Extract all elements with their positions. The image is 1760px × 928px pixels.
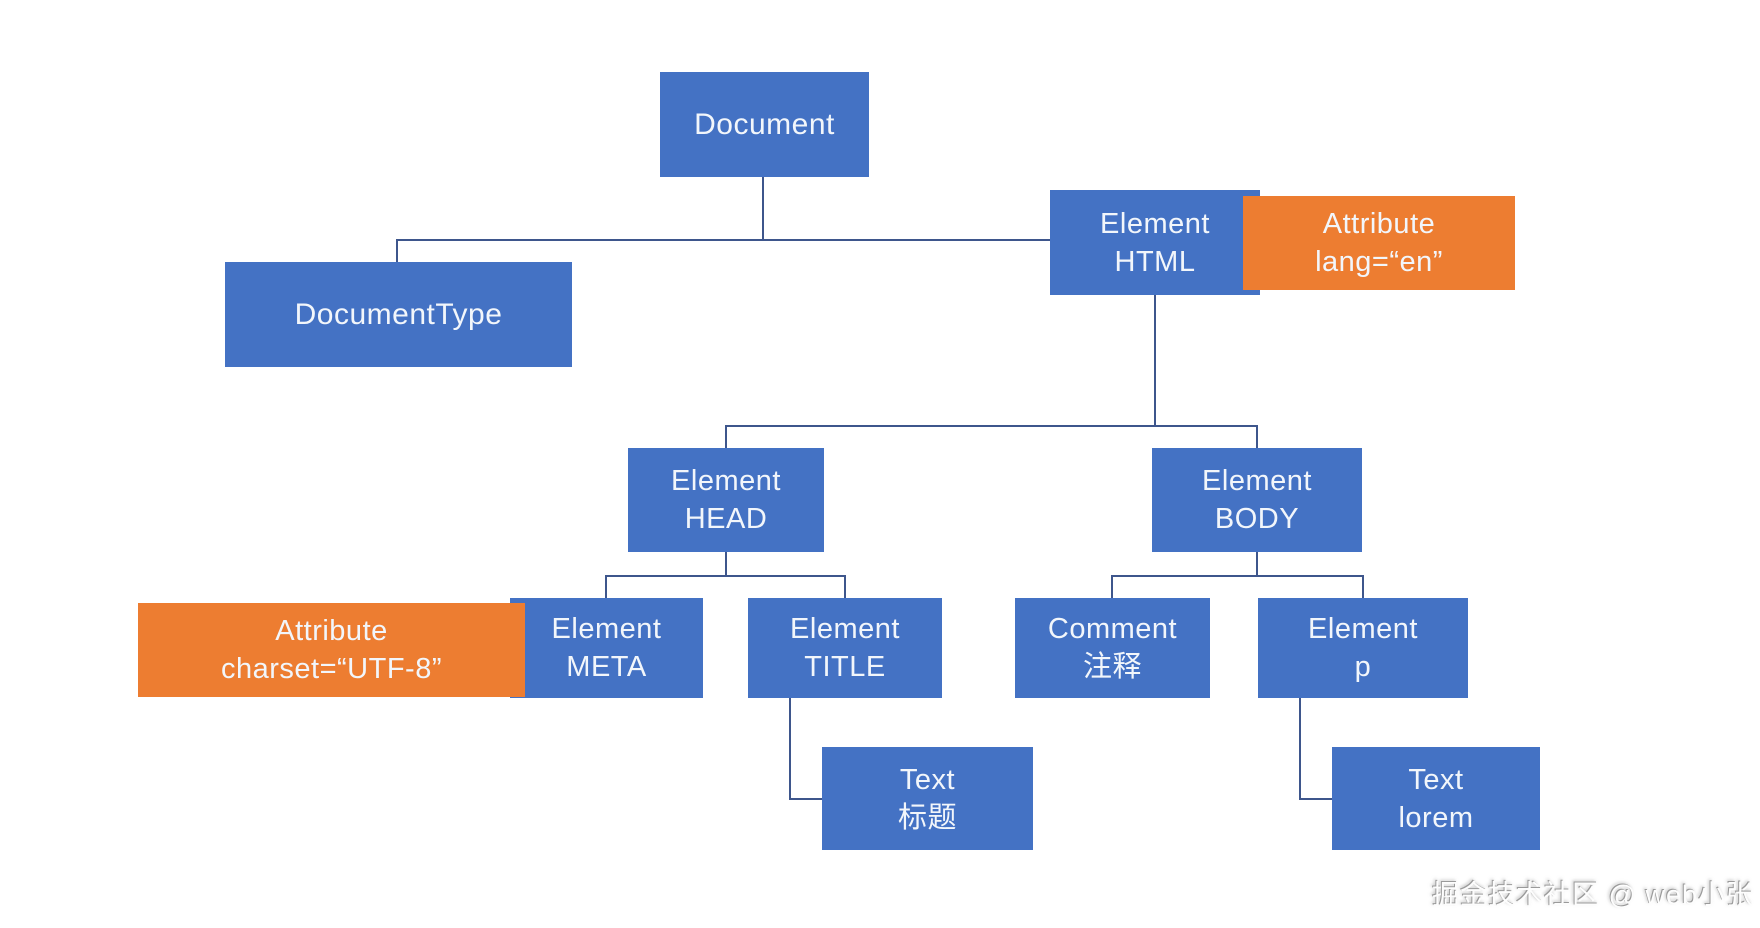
node-label-line: Comment bbox=[1047, 613, 1178, 645]
node-label-line: Attribute bbox=[1322, 208, 1436, 240]
node-label-line: lang=“en” bbox=[1315, 246, 1443, 278]
connector-title-drop bbox=[844, 575, 846, 598]
connector-head-down bbox=[725, 552, 727, 577]
connector-comment-drop bbox=[1111, 575, 1113, 598]
node-label-line: META bbox=[566, 651, 647, 683]
connector-body-down bbox=[1256, 552, 1258, 577]
node-label-line: 标题 bbox=[897, 801, 957, 834]
connector-p-text-vertical bbox=[1299, 698, 1301, 800]
node-label-line: Attribute bbox=[275, 615, 388, 647]
node-text-title: Text 标题 bbox=[822, 747, 1033, 850]
node-label: DocumentType bbox=[294, 297, 503, 331]
connector-p-text-horizontal bbox=[1299, 798, 1332, 800]
node-text-lorem: Text lorem bbox=[1332, 747, 1540, 850]
node-document-type: DocumentType bbox=[225, 262, 572, 367]
node-label-line: BODY bbox=[1214, 503, 1300, 535]
node-label-line: Element bbox=[1100, 207, 1210, 240]
connector-head-children-horizontal bbox=[605, 575, 846, 577]
connector-head-drop bbox=[725, 425, 727, 448]
connector-html-down bbox=[1154, 295, 1156, 427]
connector-p-drop bbox=[1362, 575, 1364, 598]
node-label-line: 注释 bbox=[1082, 651, 1142, 683]
watermark: 掘金技术社区 @ web小张 bbox=[1432, 880, 1754, 910]
node-label-line: HTML bbox=[1114, 245, 1196, 278]
connector-level2-horizontal bbox=[725, 425, 1258, 427]
node-label-line: Text bbox=[1408, 763, 1464, 796]
node-attribute-lang: Attribute lang=“en” bbox=[1243, 196, 1515, 290]
node-element-head: Element HEAD bbox=[628, 448, 824, 552]
node-label-line: Element bbox=[1308, 613, 1418, 645]
node-label-line: charset=“UTF-8” bbox=[220, 653, 442, 685]
node-element-body: Element BODY bbox=[1152, 448, 1362, 552]
node-label-line: Element bbox=[790, 613, 900, 645]
node-label-line: Text bbox=[899, 763, 956, 796]
node-label-line: TITLE bbox=[804, 651, 886, 683]
node-label-line: p bbox=[1354, 651, 1372, 683]
node-label-line: Element bbox=[671, 465, 781, 497]
node-label-line: Element bbox=[551, 613, 662, 645]
connector-body-children-horizontal bbox=[1111, 575, 1364, 577]
node-document: Document bbox=[660, 72, 869, 177]
node-element-p: Element p bbox=[1258, 598, 1468, 698]
node-element-meta: Element META bbox=[510, 598, 703, 698]
connector-title-text-vertical bbox=[789, 698, 791, 800]
connector-doctype-drop bbox=[396, 239, 398, 262]
connector-meta-drop bbox=[605, 575, 607, 598]
node-attribute-charset: Attribute charset=“UTF-8” bbox=[138, 603, 525, 697]
node-label-line: HEAD bbox=[684, 503, 768, 535]
node-element-html: Element HTML bbox=[1050, 190, 1260, 295]
node-comment: Comment 注释 bbox=[1015, 598, 1210, 698]
node-label-line: Element bbox=[1202, 465, 1312, 497]
node-label-line: lorem bbox=[1398, 801, 1474, 834]
connector-level1-horizontal bbox=[396, 239, 1052, 241]
node-label: Document bbox=[694, 107, 835, 141]
connector-document-down bbox=[762, 177, 764, 241]
node-element-title: Element TITLE bbox=[748, 598, 942, 698]
connector-body-drop bbox=[1256, 425, 1258, 448]
connector-title-text-horizontal bbox=[789, 798, 822, 800]
